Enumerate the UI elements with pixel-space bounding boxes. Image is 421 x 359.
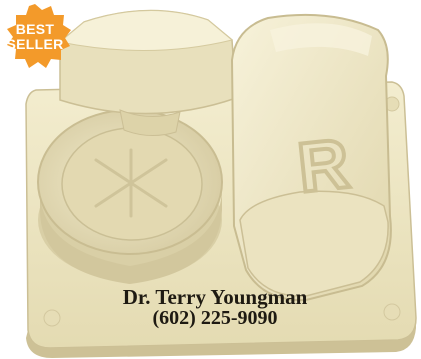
lid-emboss-letter: R xyxy=(294,124,352,207)
imprint-name: Dr. Terry Youngman xyxy=(122,285,308,309)
badge-line-1: BEST xyxy=(15,21,55,37)
badge-starburst-icon xyxy=(7,4,71,68)
badge-line-2: SELLER xyxy=(6,36,64,52)
left-lid xyxy=(58,9,237,136)
right-lid-closed xyxy=(230,13,392,302)
badge-label: BEST SELLER xyxy=(0,22,70,52)
cup-star-pattern xyxy=(94,148,168,218)
left-lens-cup xyxy=(37,109,223,284)
imprint-text: Dr. Terry Youngman (602) 225-9090 xyxy=(95,286,335,329)
imprint-phone: (602) 225-9090 xyxy=(152,307,278,329)
best-seller-badge: BEST SELLER xyxy=(0,0,84,72)
